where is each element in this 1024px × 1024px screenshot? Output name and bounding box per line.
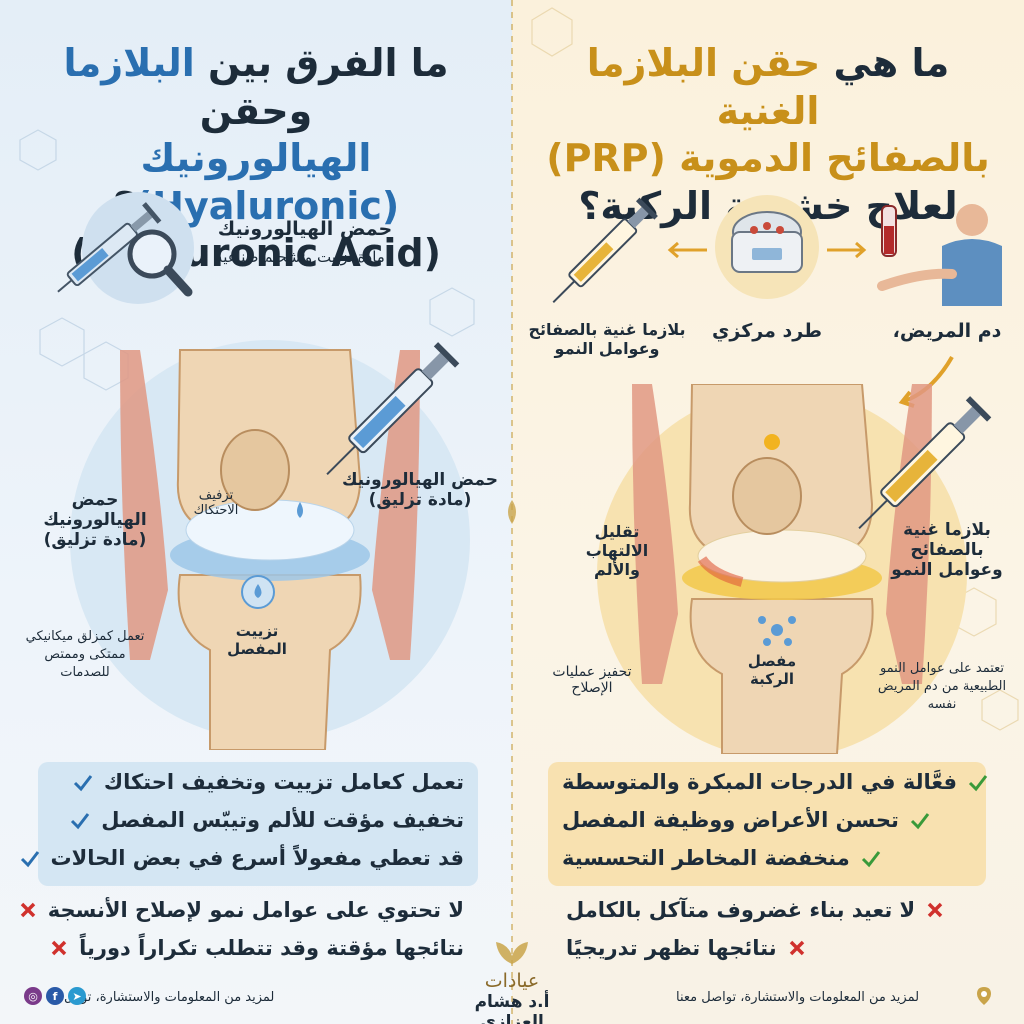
left-benefit-row: تخفيف مؤقت للألم وتيبّس المفصل: [69, 808, 464, 832]
check-icon: [73, 775, 93, 792]
cross-icon: [789, 940, 804, 956]
brand-clinic: عيادات: [484, 970, 540, 992]
brand-logo: عيادات أ.د هشام العزازي: [452, 936, 572, 1024]
cross-icon: [927, 902, 943, 918]
location-pin-icon: [977, 987, 991, 1005]
left-panel: ما الفرق بين البلازما وحقن الهيالورونيك …: [0, 0, 512, 1024]
left-drawback-row: لا تحتوي على عوامل نمو لإصلاح الأنسجة: [18, 898, 464, 922]
left-drawback-row: نتائجها مؤقتة وقد تتطلب تكراراً دورياً: [49, 936, 464, 960]
label-prp-plasma: بلازما غنية بالصفائح وعوامل النمو: [891, 520, 1003, 580]
facebook-icon[interactable]: f: [46, 987, 64, 1005]
right-benefits-box: فعَّالة في الدرجات المبكرة والمتوسطة تحس…: [548, 762, 989, 886]
check-icon: [71, 813, 90, 830]
patient-blood-icon: [877, 204, 1002, 306]
left-benefit-row: تعمل كعامل تزييت وتخفيف احتكاك: [72, 770, 464, 794]
hyaluronic-syringe-icon: [326, 342, 460, 476]
label-friction: تزفيف الاحتكاك: [193, 488, 239, 518]
instagram-icon[interactable]: ◎: [24, 987, 42, 1005]
right-drawback-row: نتائجها تظهر تدريجيًا: [566, 936, 807, 960]
prp-knee-syringe-icon: [858, 396, 992, 530]
arrow-left-icon: [667, 241, 707, 259]
telegram-icon[interactable]: ➤: [68, 987, 86, 1005]
step-blood-label: دم المريض،: [892, 320, 1002, 342]
label-repair: تحفيز عمليات الإصلاح: [552, 664, 632, 696]
right-panel: ما هي حقن البلازما الغنية بالصفائح الدمو…: [512, 0, 1024, 1024]
check-icon: [861, 851, 880, 868]
centrifuge-icon: [715, 195, 819, 299]
left-background-pattern: [19, 129, 475, 391]
check-icon: [910, 813, 930, 830]
butterfly-logo-icon: [496, 942, 528, 964]
hyaluronic-intro-sub: مادة تزييت وتشحيم صناعية: [215, 248, 385, 266]
left-benefits-box: تعمل كعامل تزييت وتخفيف احتكاك تخفيف مؤق…: [20, 762, 478, 886]
footer-left-text: لمزيد من المعلومات والاستشارة، تواتل: [64, 990, 275, 1005]
right-benefit-row: تحسن الأعراض ووظيفة المفصل: [562, 808, 931, 832]
step-prp-label: بلازما غنية بالصفائح وعوامل النمو: [528, 320, 686, 358]
ornament-icon: [508, 500, 516, 524]
knee-prp-illustration: [597, 384, 967, 754]
left-benefit-row: قد تعطي مفعولاً أسرع في بعض الحالات: [19, 846, 464, 870]
syringe-magnifier-icon: [57, 192, 194, 304]
cross-icon: [20, 902, 36, 918]
label-inflammation: تقليل الالتهاب والألم: [585, 522, 649, 579]
label-shock-absorber: تعمل كمزلق ميكانيكي ممتكى وممتص للصدمات: [25, 629, 145, 681]
right-drawback-row: لا تعيد بناء غضروف متآكل بالكامل: [566, 898, 945, 922]
arrow-right-icon: [827, 241, 867, 259]
right-benefit-row: فعَّالة في الدرجات المبكرة والمتوسطة: [562, 770, 989, 794]
check-icon: [20, 851, 39, 868]
left-label-hyaluronic: حمض الهيالورونيك (مادة تزليق): [43, 490, 147, 550]
brand-doctor: أ.د هشام العزازي: [474, 992, 550, 1024]
hyaluronic-intro-heading: حمض الهيالورونيك: [217, 218, 393, 240]
footer-right-text: لمزيد من المعلومات والاستشارة، تواصل معن…: [676, 990, 920, 1005]
label-growth-factors: تعتمد على عوامل النمو الطبيعية من دم الم…: [877, 661, 1007, 713]
cross-icon: [51, 940, 67, 956]
prp-syringe-icon: [552, 197, 658, 304]
label-lubrication: تزييت المفصل: [227, 622, 287, 658]
label-knee-joint: مفصل الركبة: [747, 652, 797, 688]
check-icon: [968, 775, 988, 792]
right-benefit-row: منخفضة المخاطر التحسسية: [562, 846, 882, 870]
right-label-hyaluronic: حمض الهيالورونيك (مادة تزليق): [341, 470, 499, 510]
step-centrifuge-label: طرد مركزي: [712, 320, 822, 342]
